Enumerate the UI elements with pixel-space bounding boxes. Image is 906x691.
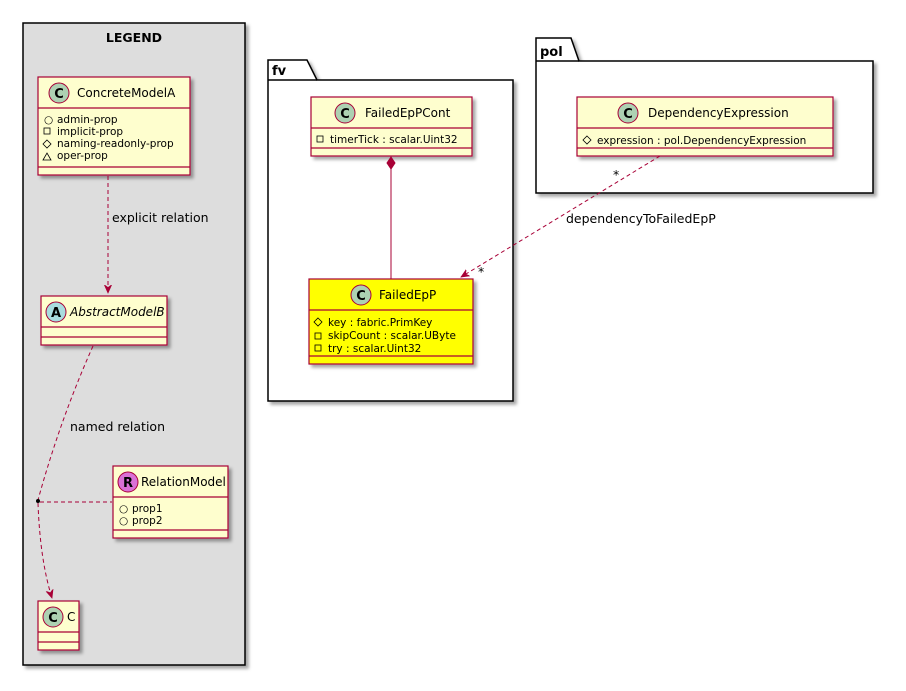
class-stereotype-icon (350, 284, 372, 306)
edge-composition (386, 156, 396, 279)
visibility-protected-icon (42, 139, 52, 149)
prop-implicit: implicit-prop (57, 126, 123, 138)
stereotype-letter: C (356, 289, 366, 304)
class-name: C (67, 610, 75, 624)
prop-skip-count: skipCount : scalar.UByte (328, 330, 456, 342)
class-relation-model[interactable]: R RelationModel ○ prop1 ○ prop2 (112, 465, 229, 539)
stereotype-letter: C (48, 611, 58, 626)
visibility-public-icon: ○ (119, 503, 128, 515)
prop-timer-tick: timerTick : scalar.Uint32 (330, 134, 458, 146)
source-multiplicity: * (613, 167, 619, 182)
visibility-private-icon (43, 127, 51, 135)
class-concrete-model-a[interactable]: C ConcreteModelA ○ admin-prop implicit-p… (37, 76, 191, 176)
visibility-public-icon: ○ (119, 515, 128, 527)
class-name: AbstractModelB (69, 305, 165, 319)
stereotype-letter: A (51, 306, 61, 321)
visibility-protected-icon (582, 135, 592, 145)
class-stereotype-icon (48, 82, 70, 104)
visibility-public-icon: ○ (44, 114, 53, 126)
association-point (36, 499, 40, 503)
prop-1: prop1 (132, 503, 163, 515)
class-name: FailedEpPCont (365, 106, 451, 120)
prop-oper: oper-prop (57, 150, 108, 162)
prop-key: key : fabric.PrimKey (328, 317, 432, 329)
explicit-relation-label: explicit relation (112, 210, 209, 225)
abstract-stereotype-icon (45, 301, 67, 323)
class-name: RelationModel (141, 475, 226, 489)
class-c[interactable]: C C (37, 600, 80, 651)
edge-named-relation: named relation (36, 345, 165, 598)
class-stereotype-icon (334, 102, 356, 124)
prop-2: prop2 (132, 515, 163, 527)
package-name: pol (540, 45, 563, 60)
visibility-private-icon (314, 344, 322, 352)
prop-admin: admin-prop (57, 114, 118, 126)
target-multiplicity: * (478, 264, 484, 279)
legend-title: LEGEND (106, 30, 162, 45)
class-stereotype-icon (42, 606, 64, 628)
edge-explicit-relation: explicit relation (108, 176, 209, 293)
stereotype-letter: R (123, 476, 133, 491)
package-name: fv (272, 64, 287, 79)
named-relation-label: named relation (70, 419, 165, 434)
class-stereotype-icon (617, 102, 639, 124)
dependency-label: dependencyToFailedEpP (566, 211, 716, 226)
prop-try: try : scalar.Uint32 (328, 343, 421, 355)
visibility-package-icon (42, 152, 52, 161)
visibility-private-icon (314, 332, 322, 340)
stereotype-letter: C (623, 107, 633, 122)
stereotype-letter: C (54, 87, 64, 102)
class-name: FailedEpP (379, 288, 436, 302)
stereotype-letter: C (340, 107, 350, 122)
relation-stereotype-icon (117, 471, 139, 493)
class-failed-ep-p-cont[interactable]: C FailedEpPCont timerTick : scalar.Uint3… (310, 96, 473, 157)
prop-naming-readonly: naming-readonly-prop (57, 138, 174, 150)
visibility-private-icon (316, 135, 324, 143)
class-dependency-expression[interactable]: C DependencyExpression expression : pol.… (576, 96, 834, 157)
visibility-protected-icon (313, 317, 323, 327)
class-name: DependencyExpression (648, 106, 789, 120)
class-name: ConcreteModelA (77, 86, 176, 100)
edge-dependency-to-failed-ep-p: * dependencyToFailedEpP * (461, 155, 716, 279)
class-failed-ep-p[interactable]: C FailedEpP key : fabric.PrimKey skipCou… (308, 278, 474, 365)
class-abstract-model-b[interactable]: A AbstractModelB (40, 295, 168, 346)
prop-expression: expression : pol.DependencyExpression (597, 135, 806, 147)
